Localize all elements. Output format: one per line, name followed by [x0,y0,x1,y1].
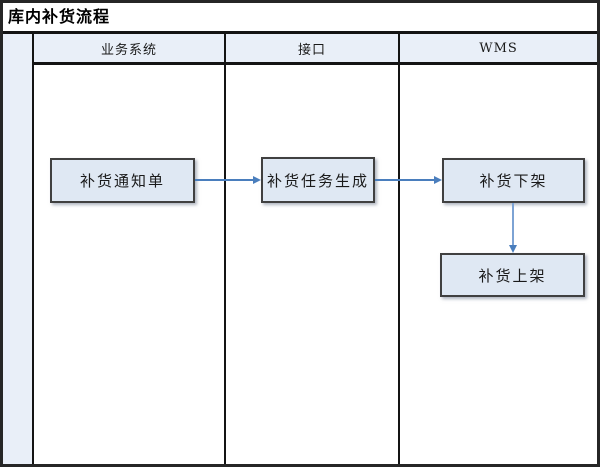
left-gutter-column [3,34,34,464]
flow-node-replenishment-task-generate: 补货任务生成 [261,157,375,203]
swimlane-wms: WMS [400,34,597,464]
arrow-notice-to-task-line [195,179,253,181]
swimlane-header-wms: WMS [400,34,597,65]
swimlane-header-business-system: 业务系统 [34,34,224,65]
swimlane-header-label: 接口 [297,42,326,58]
swimlane-interface: 接口 [226,34,400,464]
diagram-title-bar: 库内补货流程 [3,3,597,34]
diagram-title: 库内补货流程 [8,7,111,26]
arrow-right-icon [253,176,261,184]
swimlane-region: 业务系统 接口 WMS [3,34,597,464]
flow-node-label: 补货上架 [478,266,547,285]
swimlane-header-label: 业务系统 [100,42,157,58]
arrow-down-icon [509,245,517,253]
swimlane-business-system: 业务系统 [34,34,226,464]
flow-node-label: 补货通知单 [79,172,165,190]
flow-node-label: 补货下架 [479,172,548,190]
arrow-task-to-pickoff-line [375,179,434,181]
arrow-pickoff-to-putaway-line [512,203,514,246]
swimlane-header-label: WMS [479,40,518,56]
swimlane-header-interface: 接口 [226,34,398,65]
flow-node-replenishment-notice: 补货通知单 [50,158,195,203]
flow-node-replenishment-pick-off-shelf: 补货下架 [442,158,585,203]
flow-node-label: 补货任务生成 [266,171,369,190]
flow-node-replenishment-put-on-shelf: 补货上架 [440,253,585,297]
arrow-right-icon [434,176,442,184]
